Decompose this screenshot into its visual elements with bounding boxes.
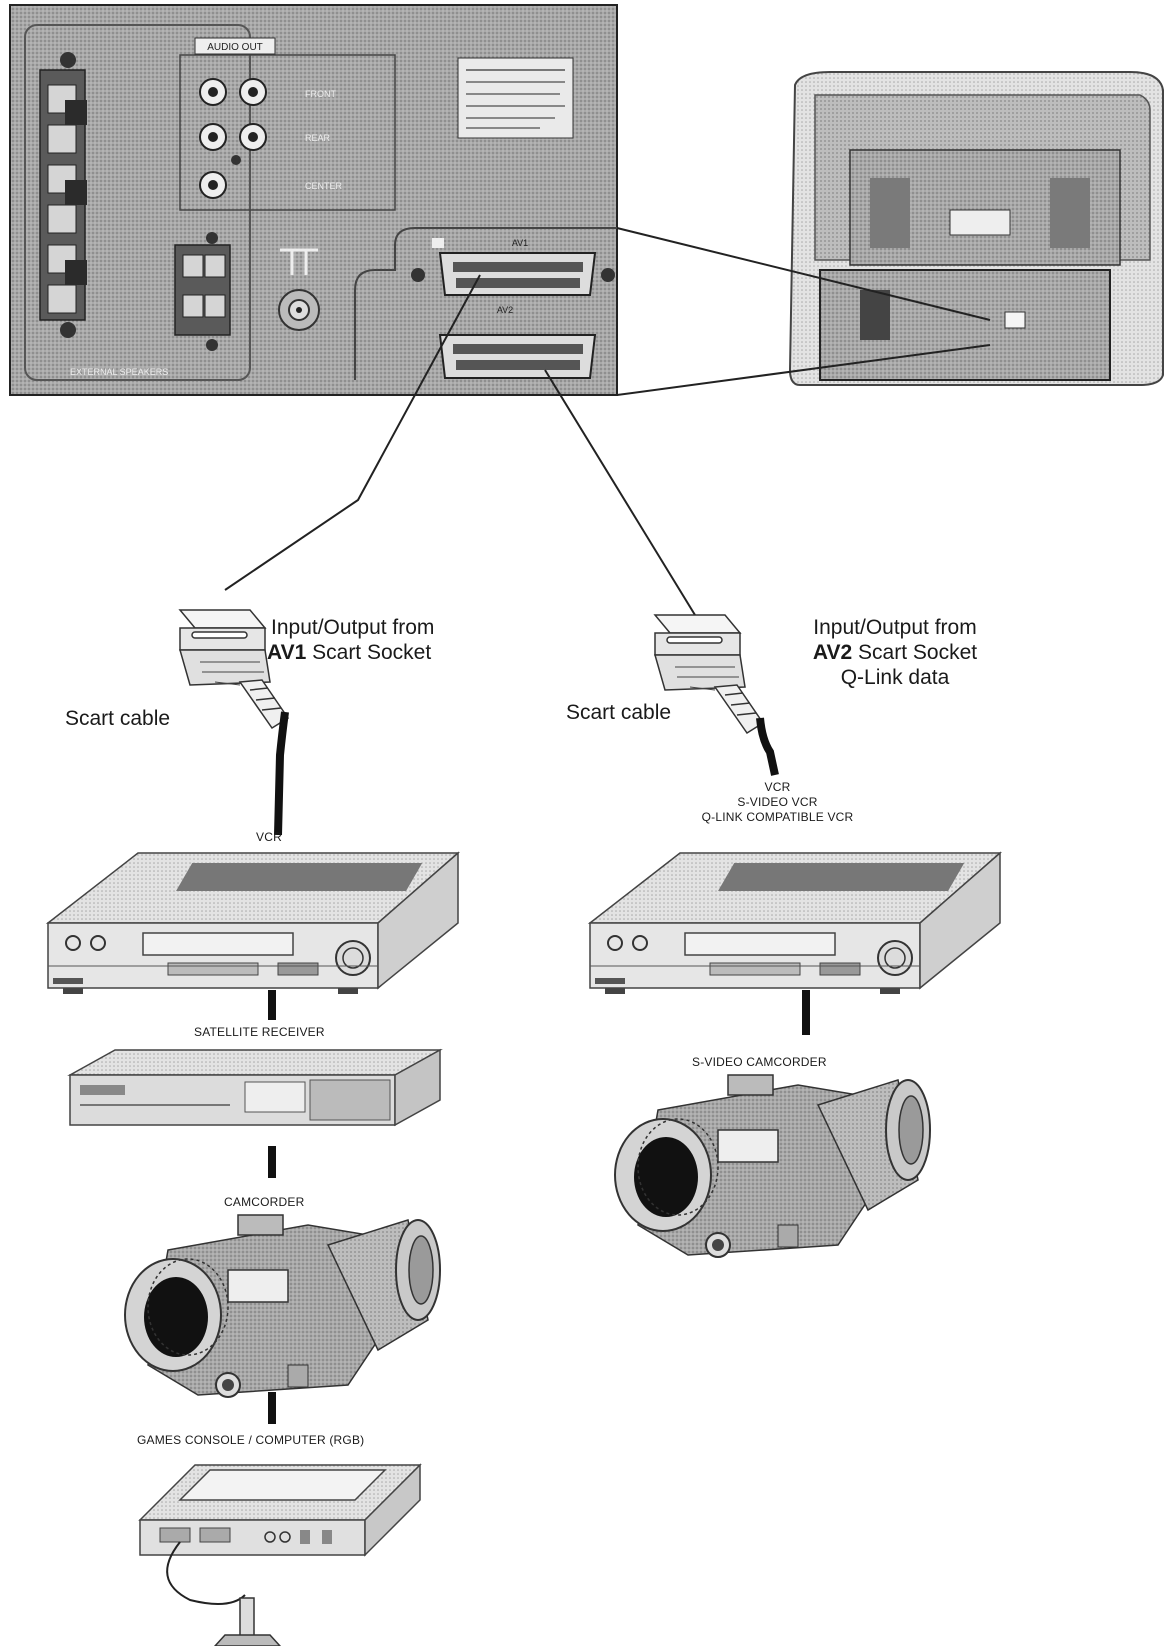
antenna-socket [278,248,320,331]
cable-av2 [544,369,696,616]
av1-heading-rest: Scart Socket [306,641,432,664]
device-label-svideo-vcr: S-VIDEO VCR [737,795,818,809]
front-label: FRONT [305,89,336,99]
device-label-qlink-vcr: Q-LINK COMPATIBLE VCR [701,810,854,824]
device-label-satellite-receiver: SATELLITE RECEIVER [194,1025,325,1039]
av1-socket-label: AV1 [512,238,528,248]
scart-socket-panel: AV1 AV2 [354,227,617,380]
warning-label [457,57,574,139]
speaker-terminals-secondary [174,232,231,351]
av2-heading-rest: Scart Socket [852,641,978,664]
device-label-vcr-right: VCR [764,780,791,794]
device-label-games-console: GAMES CONSOLE / COMPUTER (RGB) [137,1433,365,1447]
camcorder-left [124,1214,441,1398]
audio-out-block: AUDIO OUT FRONT REAR CENTER [179,37,396,211]
link-satellite-camcorder [268,1146,276,1178]
link-vcr-svideo-camcorder [802,990,810,1035]
games-console [138,1463,422,1557]
rear-label: REAR [305,133,331,143]
audio-out-label: AUDIO OUT [207,42,263,53]
link-camcorder-console [268,1392,276,1424]
cable-av1 [224,274,481,591]
satellite-receiver [67,1048,443,1127]
speaker-label: EXTERNAL SPEAKERS [70,367,168,377]
camcorder-right [614,1074,931,1258]
device-label-svideo-camcorder: S-VIDEO CAMCORDER [692,1055,827,1069]
link-vcr-satellite [268,990,276,1020]
scart-plug-av1 [179,609,289,836]
zoom-lines [616,227,991,396]
vcr-right [589,852,1001,995]
av2-heading-line2: AV2 Scart Socket [790,640,1000,665]
center-label: CENTER [305,181,343,191]
scart-plug-av2 [654,614,779,776]
vcr-left [47,852,459,995]
av2-cable-label: Scart cable [566,701,672,724]
joystick [166,1541,282,1646]
av1-cable-label: Scart cable [65,707,171,730]
av1-heading-line1: Input/Output from [271,616,435,639]
tv-rear-view [788,71,1164,386]
av1-heading-bold: AV1 [267,641,307,664]
device-label-camcorder: CAMCORDER [224,1195,305,1209]
speaker-terminals [39,52,87,338]
av2-heading-bold: AV2 [812,641,853,664]
av2-heading-line1: Input/Output from [813,616,977,639]
av2-heading-line3: Q-Link data [840,666,950,689]
device-label-vcr: VCR [256,830,282,844]
av1-heading-line2: AV1 Scart Socket [267,640,431,665]
tv-back-panel: EXTERNAL SPEAKERS AUDIO OUT FRONT REAR C… [9,4,618,396]
av2-socket-label: AV2 [497,305,513,315]
